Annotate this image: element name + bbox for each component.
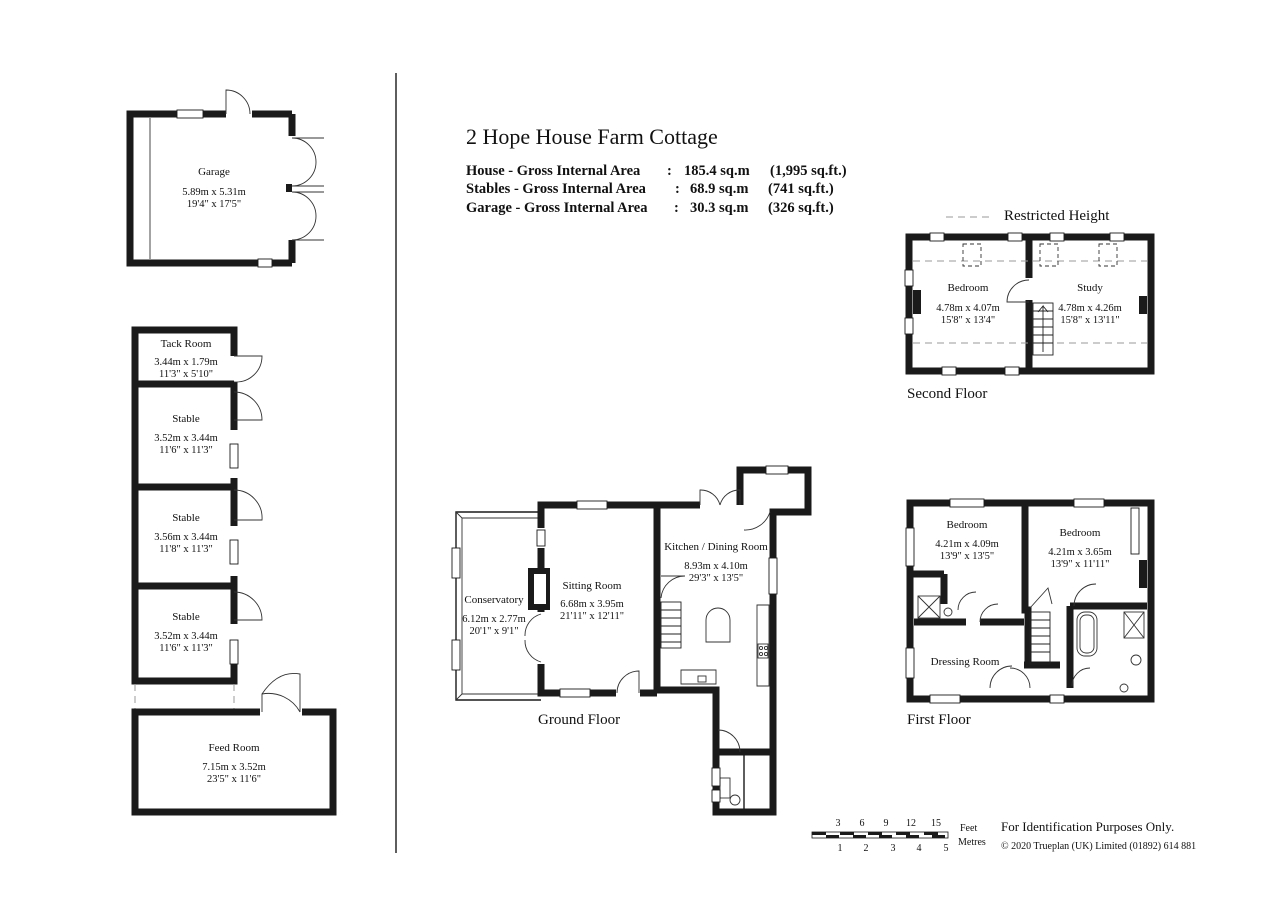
copyright-text: © 2020 Trueplan (UK) Limited (01892) 614… <box>1001 841 1196 852</box>
garage-imperial: 19'4" x 17'5" <box>187 199 241 210</box>
bedroom-1f-b-imperial: 13'9" x 11'11" <box>1051 559 1110 570</box>
area-label-house: House - Gross Internal Area <box>466 163 641 179</box>
bedroom-1f-b-metric: 4.21m x 3.65m <box>1048 547 1112 558</box>
stable-2-metric: 3.56m x 3.44m <box>154 532 218 543</box>
stables-plan <box>131 326 263 710</box>
scale-metre-tick-3: 3 <box>891 843 896 854</box>
scale-metre-tick-1: 1 <box>838 843 843 854</box>
bedroom-1f-a-name: Bedroom <box>947 519 988 531</box>
kitchen-name: Kitchen / Dining Room <box>664 541 768 553</box>
stable-3-name: Stable <box>172 611 200 623</box>
bedroom-2f-name: Bedroom <box>948 282 989 294</box>
second-floor-plan <box>904 232 1155 376</box>
conservatory-name: Conservatory <box>464 594 524 606</box>
area-colon-house: : <box>667 163 672 179</box>
first-floor-label: First Floor <box>907 712 971 728</box>
feed-room-name: Feed Room <box>208 742 259 754</box>
tack-room-metric: 3.44m x 1.79m <box>154 357 218 368</box>
sitting-room-name: Sitting Room <box>563 580 622 592</box>
disclaimer-text: For Identification Purposes Only. <box>1001 819 1174 834</box>
area-imperial-stables: (741 sq.ft.) <box>768 181 834 197</box>
bedroom-1f-b-name: Bedroom <box>1060 527 1101 539</box>
area-metric-house: 185.4 sq.m <box>684 163 750 179</box>
area-metric-garage: 30.3 sq.m <box>690 200 748 216</box>
scale-metres-label: Metres <box>958 837 986 848</box>
scale-feet-tick-6: 6 <box>860 818 865 829</box>
conservatory-imperial: 20'1" x 9'1" <box>469 626 518 637</box>
scale-metre-tick-2: 2 <box>864 843 869 854</box>
dressing-room-name: Dressing Room <box>931 656 1000 668</box>
first-floor-plan <box>905 498 1155 704</box>
study-metric: 4.78m x 4.26m <box>1058 303 1122 314</box>
scale-metre-tick-5: 5 <box>944 843 949 854</box>
scale-metre-tick-4: 4 <box>917 843 922 854</box>
stable-1-metric: 3.52m x 3.44m <box>154 433 218 444</box>
stable-1-name: Stable <box>172 413 200 425</box>
bedroom-2f-metric: 4.78m x 4.07m <box>936 303 1000 314</box>
garage-name: Garage <box>198 166 230 178</box>
area-metric-stables: 68.9 sq.m <box>690 181 748 197</box>
conservatory-metric: 6.12m x 2.77m <box>462 614 526 625</box>
second-floor-label: Second Floor <box>907 386 987 402</box>
scale-feet-tick-3: 3 <box>836 818 841 829</box>
scale-feet-label: Feet <box>960 823 977 834</box>
tack-room-imperial: 11'3" x 5'10" <box>159 369 213 380</box>
stable-1-imperial: 11'6" x 11'3" <box>159 445 213 456</box>
stable-3-imperial: 11'6" x 11'3" <box>159 643 213 654</box>
area-colon-stables: : <box>675 181 680 197</box>
sitting-room-imperial: 21'11" x 12'11" <box>560 611 624 622</box>
area-label-garage: Garage - Gross Internal Area <box>466 200 648 216</box>
study-name: Study <box>1077 282 1103 294</box>
area-label-stables: Stables - Gross Internal Area <box>466 181 647 197</box>
bedroom-1f-a-imperial: 13'9" x 13'5" <box>940 551 994 562</box>
property-title: 2 Hope House Farm Cottage <box>466 124 718 149</box>
scale-feet-tick-12: 12 <box>906 818 916 829</box>
scale-feet-tick-9: 9 <box>884 818 889 829</box>
garage-plan <box>126 89 324 268</box>
garage-metric: 5.89m x 5.31m <box>182 187 246 198</box>
stable-2-imperial: 11'8" x 11'3" <box>159 544 213 555</box>
feed-room-metric: 7.15m x 3.52m <box>202 762 266 773</box>
stable-3-metric: 3.52m x 3.44m <box>154 631 218 642</box>
area-imperial-garage: (326 sq.ft.) <box>768 200 834 216</box>
study-imperial: 15'8" x 13'11" <box>1060 315 1119 326</box>
bedroom-2f-imperial: 15'8" x 13'4" <box>941 315 995 326</box>
scale-bar <box>811 831 949 839</box>
ground-floor-label: Ground Floor <box>538 712 620 728</box>
sitting-room-metric: 6.68m x 3.95m <box>560 599 624 610</box>
area-imperial-house: (1,995 sq.ft.) <box>770 163 847 179</box>
feed-room-imperial: 23'5" x 11'6" <box>207 774 261 785</box>
kitchen-metric: 8.93m x 4.10m <box>684 561 748 572</box>
bedroom-1f-a-metric: 4.21m x 4.09m <box>935 539 999 550</box>
scale-feet-tick-15: 15 <box>931 818 941 829</box>
kitchen-imperial: 29'3" x 13'5" <box>689 573 743 584</box>
restricted-height-label: Restricted Height <box>1004 208 1110 224</box>
tack-room-name: Tack Room <box>161 338 212 350</box>
stable-2-name: Stable <box>172 512 200 524</box>
area-colon-garage: : <box>674 200 679 216</box>
feed-room-plan <box>131 672 337 816</box>
ground-floor-plan <box>451 465 812 816</box>
